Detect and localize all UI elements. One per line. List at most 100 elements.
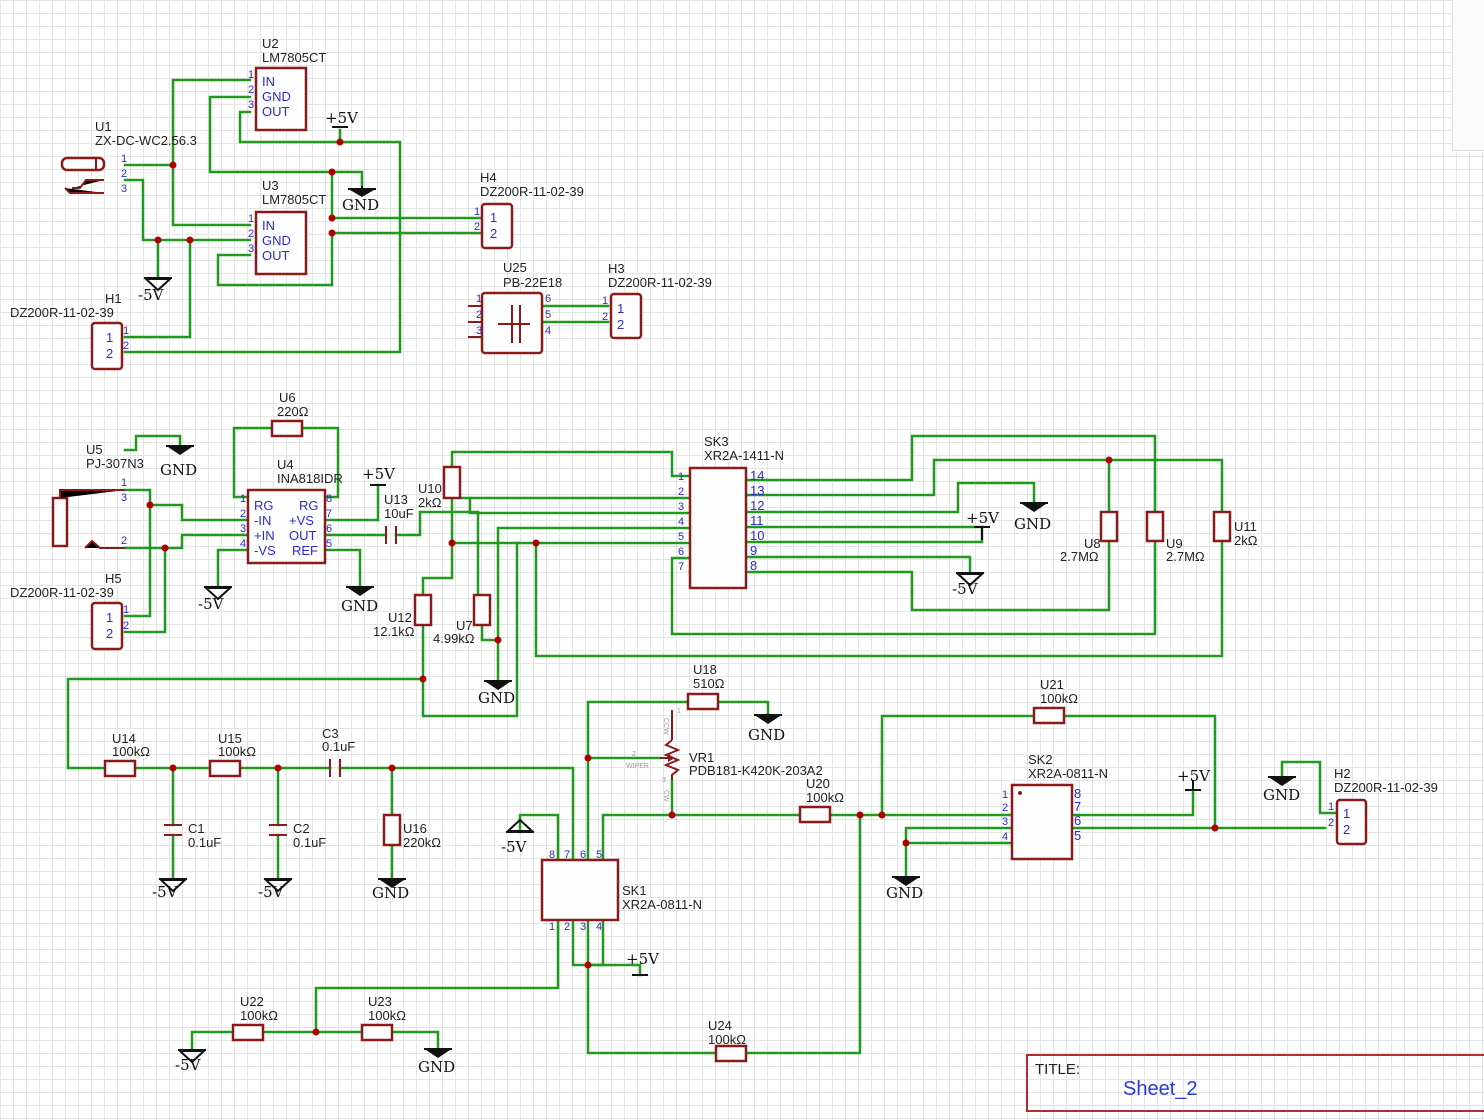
u2-pin-out: OUT: [262, 104, 290, 119]
h3-pin-label-2: 2: [617, 317, 624, 332]
u4-ref: U4: [277, 457, 294, 472]
plus5v-symbol-5: +5V: [1177, 767, 1211, 791]
capacitor-c3[interactable]: C3 0.1uF: [322, 726, 355, 777]
h1-pin-label-2: 2: [106, 346, 113, 361]
relay-sk1[interactable]: SK1 XR2A-0811-N 8 7 6 5 1 2 3 4: [540, 849, 702, 933]
resistor-u14[interactable]: U14 100kΩ: [103, 731, 150, 778]
h5-pin-label-2: 2: [106, 626, 113, 641]
regulator-u3[interactable]: U3 LM7805CT 1 2 3 IN GND OUT: [248, 178, 326, 276]
resistor-u11[interactable]: U11 2kΩ: [1212, 510, 1258, 548]
h2-ref: H2: [1334, 766, 1351, 781]
gnd-label-7: GND: [372, 884, 409, 902]
h1-pin-2: 2: [123, 340, 129, 352]
gnd-label-8: GND: [418, 1058, 455, 1076]
resistor-u9[interactable]: U9 2.7MΩ: [1145, 510, 1205, 564]
resistor-u7[interactable]: U7 4.99kΩ: [433, 593, 492, 646]
relay-sk2[interactable]: SK2 XR2A-0811-N 1 2 3 4 5 6 7 8: [1002, 752, 1108, 861]
gnd-label-5: GND: [1014, 515, 1051, 533]
sk2-pin-2: 2: [1002, 802, 1008, 814]
u2-pin-3: 3: [248, 99, 254, 111]
u11-value: 2kΩ: [1234, 533, 1258, 548]
relay-sk3[interactable]: SK3 XR2A-1411-N 1 2 3 4 5 6 7 8 9 10 11 …: [678, 434, 784, 590]
sk3-pin-7: 7: [678, 561, 684, 573]
gnd-symbol-10: GND: [1263, 776, 1300, 804]
u16-ref: U16: [403, 821, 427, 836]
u5-pin-2: 2: [121, 535, 127, 547]
u4-name-plus-in: +IN: [254, 528, 275, 543]
u5-value: PJ-307N3: [86, 456, 144, 471]
header-h2[interactable]: H2 DZ200R-11-02-39 1 2 1 2: [1328, 766, 1438, 846]
resistor-u10[interactable]: U10 2kΩ: [418, 465, 462, 510]
gnd-label-3: GND: [341, 597, 378, 615]
vr1-value: PDB181-K420K-203A2: [689, 763, 823, 778]
h2-pin-label-1: 1: [1343, 806, 1350, 821]
sk1-pin-5: 5: [596, 849, 602, 861]
gnd-symbol-8: GND: [418, 1048, 455, 1076]
sk2-pin-3: 3: [1002, 816, 1008, 828]
gnd-symbol-3: GND: [341, 586, 378, 615]
sk3-pin-3: 3: [678, 501, 684, 513]
resistor-u20[interactable]: U20 100kΩ: [798, 776, 844, 824]
resistor-u24[interactable]: U24 100kΩ: [708, 1018, 748, 1063]
capacitor-c1[interactable]: C1 0.1uF: [164, 821, 221, 850]
u12-value: 12.1kΩ: [373, 624, 415, 639]
u25-pin-4: 4: [545, 325, 551, 337]
resistor-u18[interactable]: U18 510Ω: [686, 662, 725, 711]
resistor-u21[interactable]: U21 100kΩ: [1032, 677, 1078, 725]
u3-pin-1: 1: [248, 213, 254, 225]
potentiometer-vr1[interactable]: VR1 PDB181-K420K-203A2 CCW WIPER CW 1 2 …: [626, 708, 823, 802]
minus5v-label-7: -5V: [175, 1056, 202, 1074]
sk1-pin-1: 1: [549, 921, 555, 933]
inamp-u4[interactable]: U4 INA818IDR 1 2 3 4 5 6 7 8 RG -IN +IN …: [240, 457, 343, 565]
u15-value: 100kΩ: [218, 744, 256, 759]
u3-pin-2: 2: [248, 228, 254, 240]
resistor-u8[interactable]: U8 2.7MΩ: [1060, 510, 1119, 564]
h1-ref: H1: [105, 291, 122, 306]
resistor-u23[interactable]: U23 100kΩ: [360, 994, 406, 1042]
vr1-wiper-label: WIPER: [626, 763, 649, 770]
switch-u25[interactable]: U25 PB-22E18 1 2 3 4 5 6: [468, 260, 562, 355]
minus5v-label-2: -5V: [198, 595, 225, 613]
h5-pin-1: 1: [123, 604, 129, 616]
sk2-pin-6: 6: [1074, 813, 1081, 828]
header-h4[interactable]: H4 DZ200R-11-02-39 1 2 1 2: [474, 170, 584, 250]
h3-pin-label-1: 1: [617, 301, 624, 316]
capacitor-u13[interactable]: U13 10uF: [384, 492, 414, 544]
u4-pin-5: 5: [326, 538, 332, 550]
u22-ref: U22: [240, 994, 264, 1009]
header-h3[interactable]: H3 DZ200R-11-02-39 1 2 1 2: [602, 261, 712, 340]
u20-value: 100kΩ: [806, 790, 844, 805]
h3-pin-1: 1: [602, 295, 608, 307]
h4-pin-2: 2: [474, 221, 480, 233]
h3-ref: H3: [608, 261, 625, 276]
header-h5[interactable]: H5 DZ200R-11-02-39 1 2 1 2: [10, 571, 129, 651]
u25-pin-5: 5: [545, 309, 551, 321]
audio-jack-u5[interactable]: U5 PJ-307N3 1 2 3: [51, 442, 144, 549]
resistor-u15[interactable]: U15 100kΩ: [208, 731, 256, 778]
wires: [66, 78, 1338, 1055]
regulator-u2[interactable]: U2 LM7805CT 1 2 3 IN GND OUT: [248, 36, 326, 132]
dc-jack-u1[interactable]: U1 ZX-DC-WC2.56.3 1 2 3: [60, 119, 197, 195]
h5-ref: H5: [105, 571, 122, 586]
resistor-u12[interactable]: U12 12.1kΩ: [373, 593, 433, 639]
u5-ref: U5: [86, 442, 103, 457]
vr1-pin-3: 3: [662, 777, 666, 784]
resistor-u16[interactable]: U16 220kΩ: [382, 813, 441, 850]
gnd-symbol-2: GND: [160, 445, 197, 479]
sk3-pin-5: 5: [678, 531, 684, 543]
resistor-u22[interactable]: U22 100kΩ: [231, 994, 278, 1042]
header-h1[interactable]: H1 DZ200R-11-02-39 1 2 1 2: [10, 291, 129, 371]
side-panel[interactable]: [1452, 0, 1484, 151]
sk1-pin-2: 2: [564, 921, 570, 933]
sk3-pin-2: 2: [678, 486, 684, 498]
capacitor-c2[interactable]: C2 0.1uF: [269, 821, 326, 850]
u3-pin-out: OUT: [262, 248, 290, 263]
minus5v-symbol-4: -5V: [501, 818, 535, 856]
u4-name-rg1: RG: [254, 498, 274, 513]
plus5v-symbol-3: +5V: [966, 509, 1000, 540]
resistor-u6[interactable]: U6 220Ω: [270, 390, 309, 438]
sk2-pin-5: 5: [1074, 828, 1081, 843]
plus5v-symbol-4: +5V: [626, 950, 660, 976]
h2-pin-2: 2: [1328, 817, 1334, 829]
